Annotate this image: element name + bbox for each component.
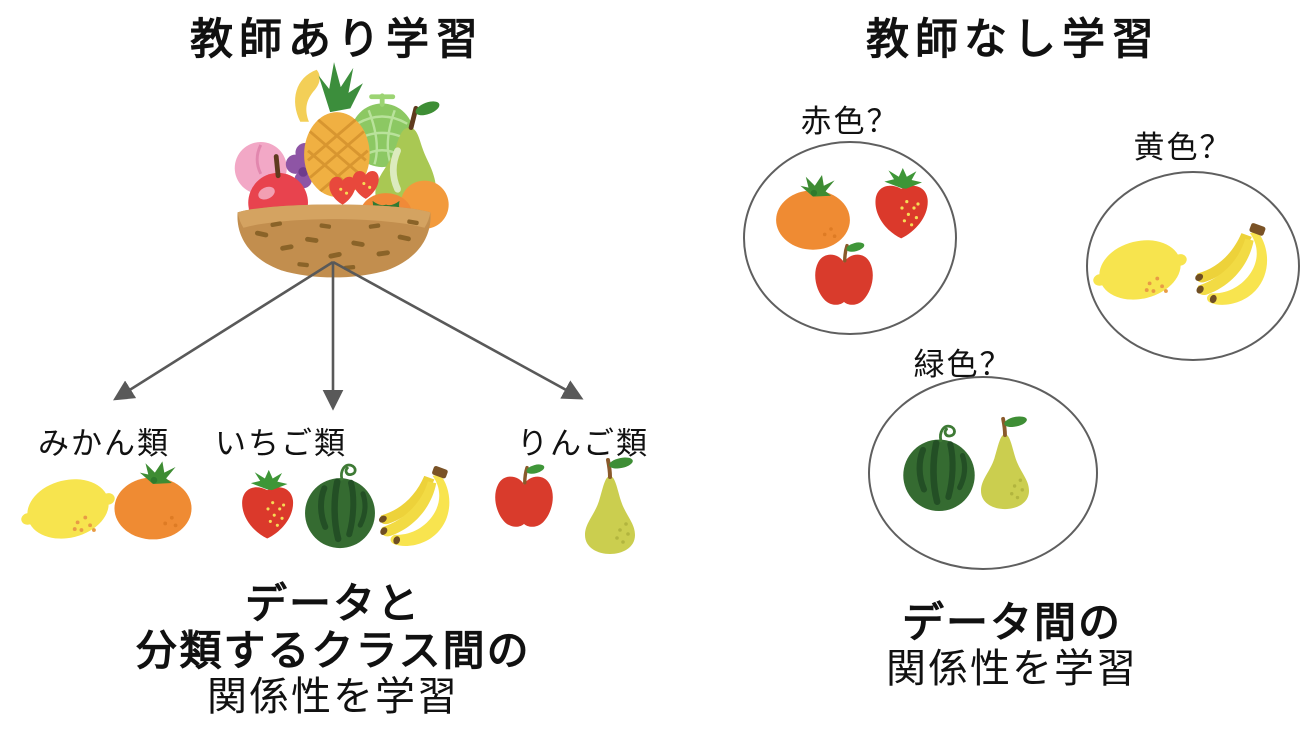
pear-icon — [560, 456, 660, 556]
cluster-label-yellow: 黄色？ — [1133, 130, 1233, 165]
cluster-circle-green — [868, 376, 1098, 570]
cluster-label-red: 赤色？ — [800, 104, 900, 139]
unsupervised-caption: データ間の 関係性を学習 — [812, 599, 1212, 693]
pear-icon — [957, 415, 1053, 511]
apple-icon — [486, 460, 562, 536]
arrow-left — [113, 260, 334, 401]
banana-icon — [1186, 220, 1280, 314]
mandarin-orange-icon — [106, 452, 200, 546]
unsupervised-caption-line-2: 関係性を学習 — [886, 647, 1138, 691]
fruit-basket-icon — [234, 62, 449, 278]
arrow-right — [332, 260, 584, 400]
lemon-icon — [20, 459, 116, 555]
banana-icon — [370, 463, 462, 555]
lemon-icon — [1092, 220, 1188, 316]
cluster-label-green: 緑色？ — [913, 347, 1013, 382]
unsupervised-title: 教師なし学習 — [866, 16, 1160, 64]
supervised-caption: データと 分類するクラス間の 関係性を学習 — [78, 580, 588, 721]
category-label-ringo: りんご類 — [517, 426, 649, 461]
supervised-caption-line-3: 関係性を学習 — [207, 675, 459, 719]
supervised-title: 教師あり学習 — [190, 16, 484, 64]
apple-icon — [806, 238, 882, 314]
cluster-circle-yellow — [1086, 171, 1300, 361]
unsupervised-caption-line-1: データ間の — [901, 599, 1122, 646]
supervised-caption-line-1: データと — [244, 580, 421, 627]
supervised-caption-line-2: 分類するクラス間の — [135, 627, 531, 674]
category-label-ichigo: いちご類 — [215, 426, 347, 461]
category-label-mikan: みかん類 — [38, 426, 170, 461]
strawberry-icon — [862, 164, 942, 244]
classification-arrows — [113, 260, 584, 411]
